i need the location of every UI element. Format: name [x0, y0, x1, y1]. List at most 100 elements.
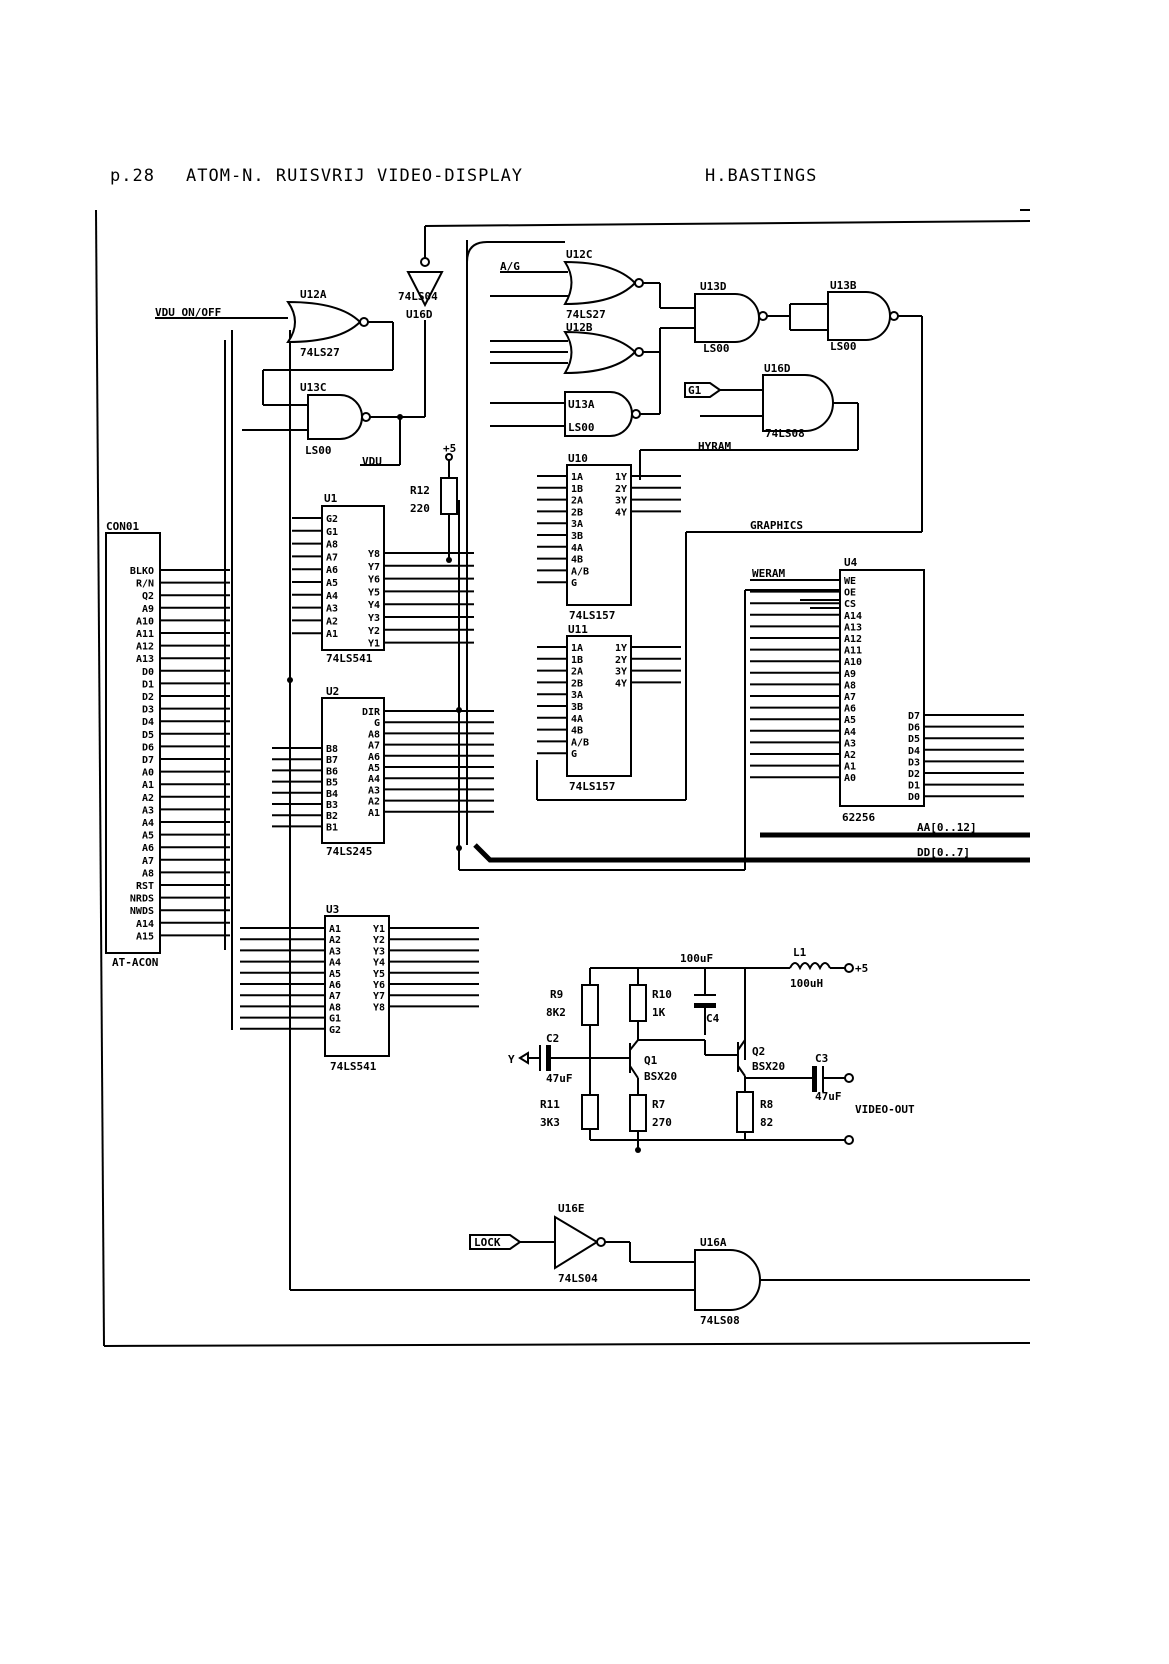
gate-ref: U16D	[764, 362, 791, 375]
chip-pin-label: Y3	[373, 946, 385, 957]
chip-pin-label: Y6	[373, 980, 385, 991]
chip-type: 74LS541	[326, 652, 373, 665]
chip-pin-label: 1B	[571, 484, 583, 495]
connector-pin-label: D7	[142, 755, 154, 766]
chip-pin-label: A8	[844, 680, 856, 691]
gate-type: LS00	[305, 444, 332, 457]
chip-pin-label: A4	[326, 591, 338, 602]
chip-pin-label: A1	[368, 808, 380, 819]
resistor-r12: +5 R12 220	[410, 442, 458, 560]
supply-label: +5	[443, 442, 456, 455]
chip-pin-label: A2	[368, 797, 380, 808]
chip-pin-label: A2	[844, 750, 856, 761]
connector-pin-label: R/N	[136, 579, 154, 590]
connector-pin-label: Q2	[142, 591, 154, 602]
chip-pin-label: Y8	[368, 549, 380, 560]
chip-type: 74LS541	[330, 1060, 377, 1073]
chip-pin-label: A12	[844, 634, 862, 645]
chip-u2: U2 74LS245 B8B7B6B5B4B3B2B1DIRGA8A7A6A5A…	[272, 685, 494, 858]
chip-pin-label: A2	[329, 935, 341, 946]
chip-pin-label: A6	[329, 980, 341, 991]
aa-bus: AA[0..12] DD[0..7]	[473, 821, 1030, 863]
chip-pin-label: A5	[326, 578, 338, 589]
resistor-value: 82	[760, 1116, 773, 1129]
chip-pin-label: DIR	[362, 707, 381, 718]
chip-pin-label: A1	[326, 629, 338, 640]
connector-pin-label: NWDS	[130, 906, 154, 917]
chip-pin-label: B6	[326, 766, 338, 777]
chip-type: 74LS157	[569, 609, 615, 622]
gate-type: 74LS08	[765, 427, 805, 440]
chip-pin-label: A8	[326, 540, 338, 551]
page-title: ATOM-N. RUISVRIJ VIDEO-DISPLAY	[186, 166, 524, 186]
resistor-ref: R7	[652, 1098, 665, 1111]
capacitor-ref: C2	[546, 1032, 559, 1045]
chip-pin-label: D4	[908, 746, 920, 757]
connector-pin-label: A1	[142, 780, 154, 791]
chip-pin-label: A4	[329, 958, 341, 969]
chip-pin-label: A5	[844, 715, 856, 726]
chip-pin-label: A6	[844, 704, 856, 715]
resistor-ref: R9	[550, 988, 563, 1001]
capacitor-value: 100uF	[680, 952, 713, 965]
chip-ref: U10	[568, 452, 588, 465]
transistor-type: BSX20	[752, 1060, 785, 1073]
chip-pin-label: A8	[368, 729, 380, 740]
chip-pin-label: 1A	[571, 472, 583, 483]
capacitor-value: 47uF	[815, 1090, 842, 1103]
gate-type: 74LS08	[700, 1314, 740, 1327]
chip-pin-label: A7	[326, 552, 338, 563]
chip-pin-label: A0	[844, 773, 856, 784]
chip-pin-label: A/B	[571, 566, 589, 577]
capacitor-ref: C4	[706, 1012, 720, 1025]
dd-bus-label: DD[0..7]	[917, 846, 970, 859]
chip-pin-label: G2	[326, 514, 338, 525]
chip-pin-label: 2B	[571, 507, 583, 518]
chip-pin-label: A6	[326, 565, 338, 576]
chip-pin-label: Y1	[368, 639, 380, 650]
connector-pins: BLKOR/NQ2A9A10A11A12A13D0D1D2D3D4D5D6D7A…	[130, 566, 230, 942]
chip-pin-label: 1B	[571, 655, 583, 666]
gate-u12a: U12A 74LS27 VDU ON/OFF	[155, 288, 394, 406]
connector-pin-label: A7	[142, 856, 154, 867]
chip-pin-label: D3	[908, 757, 920, 768]
connector-pin-label: A6	[142, 843, 154, 854]
chip-pin-label: B7	[326, 755, 338, 766]
chip-pin-label: A10	[844, 657, 862, 668]
connector-pin-label: NRDS	[130, 894, 154, 905]
frame	[95, 209, 1031, 1347]
chip-pin-label: G1	[329, 1014, 341, 1025]
resistor-ref: R8	[760, 1098, 773, 1111]
chip-ref: U4	[844, 556, 858, 569]
chip-pin-label: A3	[326, 604, 338, 615]
chip-u3: U3 74LS541 A1A2A3A4A5A6A7A8G1G2Y1Y2Y3Y4Y…	[240, 903, 479, 1073]
chip-pin-label: 3A	[571, 519, 583, 530]
chip-pin-label: A4	[844, 727, 856, 738]
gate-ref: U12A	[300, 288, 327, 301]
chip-pin-label: A11	[844, 646, 862, 657]
chip-pin-label: G	[571, 749, 577, 760]
chip-pin-label: OE	[844, 588, 856, 599]
chip-pin-label: D0	[908, 792, 920, 803]
chip-pin-label: G	[374, 718, 380, 729]
chip-pin-label: 2B	[571, 678, 583, 689]
connector-pin-label: A11	[136, 629, 154, 640]
connector-pin-label: D5	[142, 730, 154, 741]
gate-u16d-inverter: 74LS04 U16D	[398, 226, 444, 321]
video-circuit: +5 L1 100uH 100uF C4 R9 8K2 R10 1K	[508, 946, 915, 1153]
chip-pin-label: D5	[908, 734, 920, 745]
chip-pin-label: A7	[844, 692, 856, 703]
connector-pin-label: D0	[142, 667, 154, 678]
author: H.BASTINGS	[705, 166, 818, 186]
chip-pin-label: CS	[844, 599, 856, 610]
chip-pin-label: 3A	[571, 690, 583, 701]
connector-pin-label: D3	[142, 705, 154, 716]
chip-pin-label: 2Y	[615, 484, 627, 495]
aa-bus-label: AA[0..12]	[917, 821, 977, 834]
